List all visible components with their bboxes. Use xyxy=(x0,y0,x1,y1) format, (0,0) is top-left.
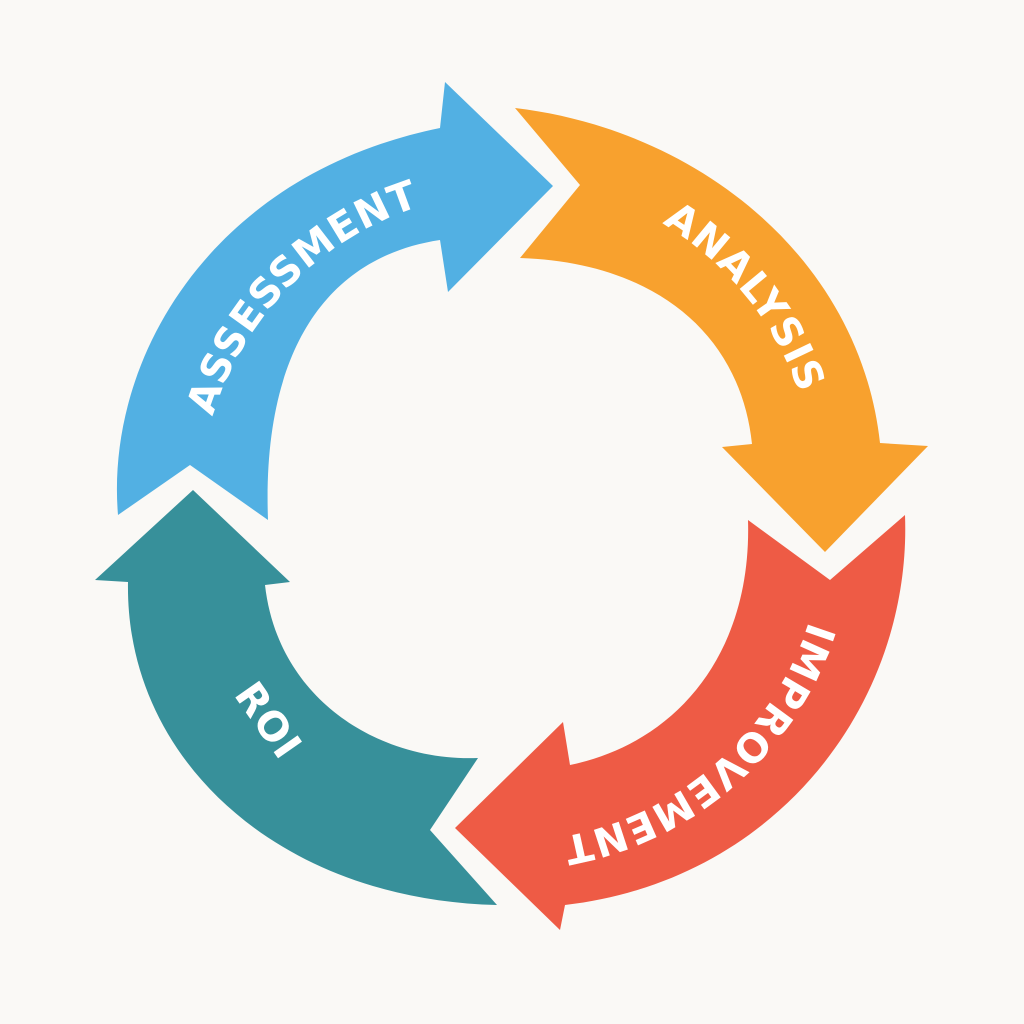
improvement-segment: IMPROVEMENT xyxy=(455,515,906,930)
roi-segment: ROI xyxy=(95,490,497,905)
improvement-arrow-icon xyxy=(455,515,906,930)
analysis-arrow-icon xyxy=(515,108,928,552)
analysis-segment: ANALYSIS xyxy=(515,108,928,552)
roi-arrow-icon xyxy=(95,490,497,905)
assessment-arrow-icon xyxy=(116,82,554,520)
assessment-segment: ASSESSMENT xyxy=(116,82,554,520)
